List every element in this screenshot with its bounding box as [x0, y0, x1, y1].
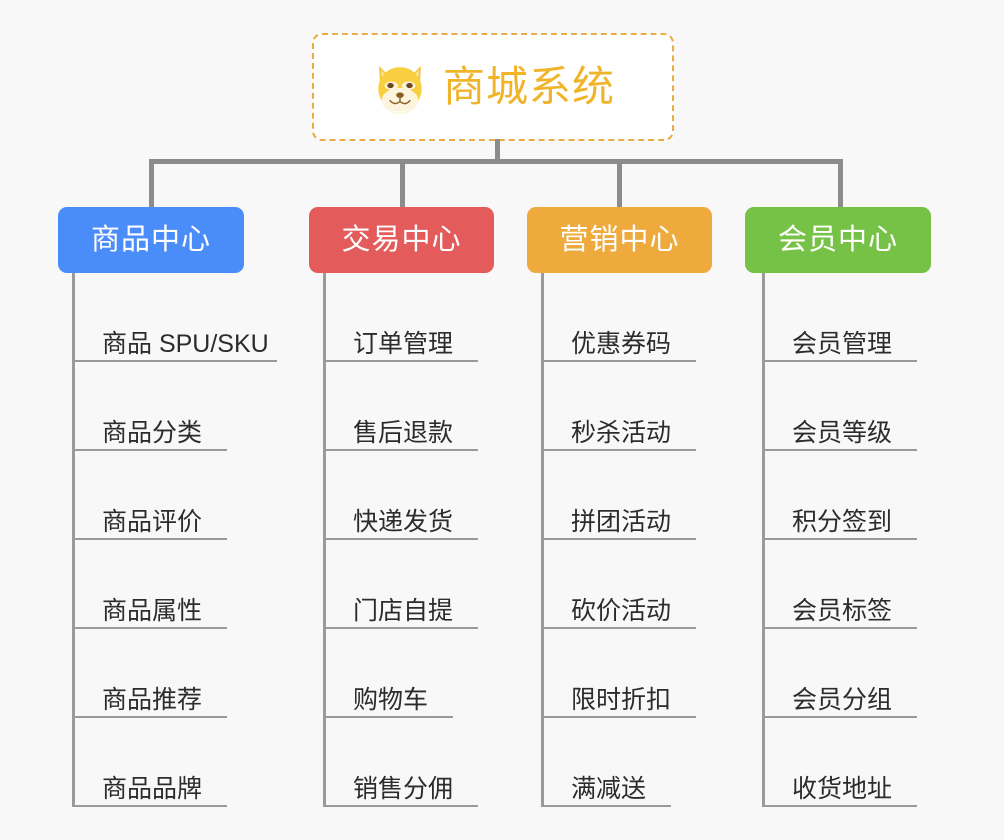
item-label: 订单管理: [353, 329, 454, 358]
list-item[interactable]: 会员管理: [762, 273, 947, 362]
connector-drop-trade-center: [400, 159, 405, 208]
item-label: 商品分类: [102, 418, 203, 447]
column-rail-trade-center: [323, 273, 326, 807]
list-item[interactable]: 满减送: [541, 718, 726, 807]
list-item[interactable]: 购物车: [323, 629, 508, 718]
item-label: 售后退款: [353, 418, 454, 447]
item-label: 会员等级: [792, 418, 893, 447]
item-underline: [323, 627, 478, 629]
item-label: 限时折扣: [571, 685, 672, 714]
item-underline: [541, 716, 696, 718]
item-underline: [323, 716, 453, 718]
list-item[interactable]: 订单管理: [323, 273, 508, 362]
item-label: 商品推荐: [102, 685, 203, 714]
category-label-product-center: 商品中心: [90, 223, 211, 256]
list-item[interactable]: 会员等级: [762, 362, 947, 451]
item-underline: [72, 360, 277, 362]
item-underline: [323, 805, 478, 807]
item-label: 购物车: [353, 685, 429, 714]
category-box-marketing-center[interactable]: 营销中心: [527, 207, 712, 273]
list-item[interactable]: 售后退款: [323, 362, 508, 451]
category-box-trade-center[interactable]: 交易中心: [309, 207, 494, 273]
category-box-product-center[interactable]: 商品中心: [58, 207, 244, 273]
item-label: 会员管理: [792, 329, 893, 358]
connector-drop-marketing-center: [617, 159, 622, 208]
list-item[interactable]: 商品推荐: [72, 629, 282, 718]
list-item[interactable]: 收货地址: [762, 718, 947, 807]
list-item[interactable]: 拼团活动: [541, 451, 726, 540]
item-label: 拼团活动: [571, 507, 672, 536]
item-label: 商品 SPU/SKU: [102, 329, 269, 358]
item-underline: [72, 627, 227, 629]
item-underline: [72, 716, 227, 718]
item-underline: [762, 449, 917, 451]
item-underline: [323, 360, 478, 362]
column-rail-product-center: [72, 273, 75, 807]
list-item[interactable]: 优惠券码: [541, 273, 726, 362]
list-item[interactable]: 商品 SPU/SKU: [72, 273, 282, 362]
list-item[interactable]: 商品属性: [72, 540, 282, 629]
item-label: 会员分组: [792, 685, 893, 714]
item-underline: [541, 627, 696, 629]
category-label-member-center: 会员中心: [777, 223, 898, 256]
item-label: 商品品牌: [102, 774, 203, 803]
connector-drop-product-center: [149, 159, 154, 208]
item-column-marketing-center: 优惠券码 秒杀活动 拼团活动 砍价活动 限时折扣 满减送: [541, 273, 726, 807]
item-column-trade-center: 订单管理 售后退款 快递发货 门店自提 购物车 销售分佣: [323, 273, 508, 807]
list-item[interactable]: 会员标签: [762, 540, 947, 629]
list-item[interactable]: 商品分类: [72, 362, 282, 451]
item-label: 积分签到: [792, 507, 893, 536]
connector-drop-member-center: [838, 159, 843, 208]
item-label: 满减送: [571, 774, 647, 803]
item-label: 销售分佣: [353, 774, 454, 803]
item-label: 会员标签: [792, 596, 893, 625]
list-item[interactable]: 积分签到: [762, 451, 947, 540]
category-label-marketing-center: 营销中心: [559, 223, 680, 256]
item-underline: [762, 805, 917, 807]
connector-root-stem: [495, 139, 500, 163]
list-item[interactable]: 限时折扣: [541, 629, 726, 718]
item-column-member-center: 会员管理 会员等级 积分签到 会员标签 会员分组 收货地址: [762, 273, 947, 807]
item-underline: [762, 538, 917, 540]
column-rail-member-center: [762, 273, 765, 807]
shiba-dog-icon: [378, 66, 422, 115]
list-item[interactable]: 会员分组: [762, 629, 947, 718]
item-label: 快递发货: [353, 507, 454, 536]
item-underline: [72, 805, 227, 807]
category-label-trade-center: 交易中心: [341, 223, 462, 256]
list-item[interactable]: 砍价活动: [541, 540, 726, 629]
item-underline: [762, 627, 917, 629]
item-label: 门店自提: [353, 596, 454, 625]
item-label: 商品评价: [102, 507, 203, 536]
list-item[interactable]: 门店自提: [323, 540, 508, 629]
item-underline: [541, 360, 696, 362]
list-item[interactable]: 快递发货: [323, 451, 508, 540]
item-label: 商品属性: [102, 596, 203, 625]
item-underline: [72, 449, 227, 451]
item-underline: [762, 360, 917, 362]
item-underline: [72, 538, 227, 540]
item-label: 秒杀活动: [571, 418, 672, 447]
root-title: 商城系统: [442, 63, 615, 110]
item-underline: [541, 449, 696, 451]
item-underline: [541, 538, 696, 540]
item-underline: [541, 805, 671, 807]
item-underline: [762, 716, 917, 718]
list-item[interactable]: 商品评价: [72, 451, 282, 540]
item-label: 砍价活动: [571, 596, 672, 625]
item-label: 优惠券码: [571, 329, 672, 358]
item-column-product-center: 商品 SPU/SKU 商品分类 商品评价 商品属性 商品推荐 商品品牌: [72, 273, 282, 807]
item-underline: [323, 538, 478, 540]
list-item[interactable]: 销售分佣: [323, 718, 508, 807]
list-item[interactable]: 商品品牌: [72, 718, 282, 807]
column-rail-marketing-center: [541, 273, 544, 807]
category-box-member-center[interactable]: 会员中心: [745, 207, 931, 273]
connector-horizontal-bus: [149, 159, 843, 164]
list-item[interactable]: 秒杀活动: [541, 362, 726, 451]
item-underline: [323, 449, 478, 451]
root-node[interactable]: 商城系统: [312, 33, 674, 141]
item-label: 收货地址: [792, 774, 893, 803]
